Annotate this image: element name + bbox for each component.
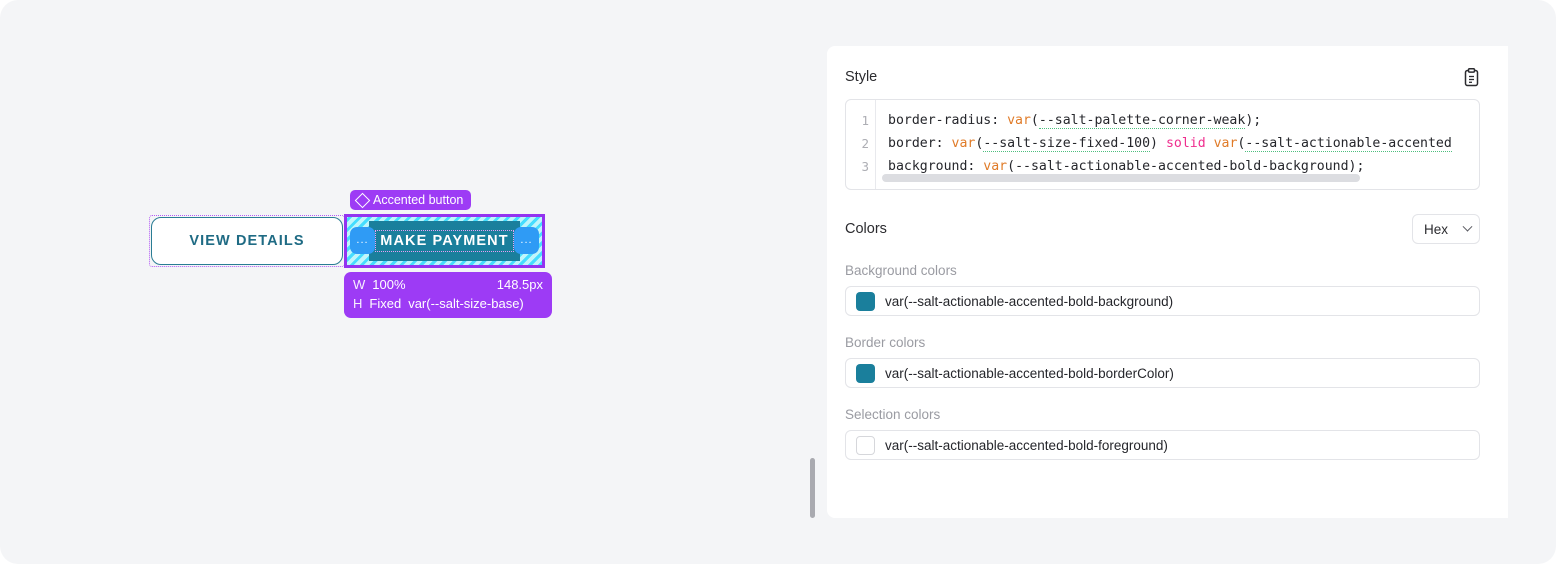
color-token-text: var(--salt-actionable-accented-bold-bord… bbox=[885, 365, 1174, 381]
width-axis-label: W bbox=[353, 277, 366, 292]
code-token: background: bbox=[888, 159, 984, 174]
height-mode-value: Fixed bbox=[369, 296, 402, 311]
code-line-number-gutter: 1 2 3 bbox=[846, 100, 876, 189]
color-token-field[interactable]: var(--salt-actionable-accented-bold-back… bbox=[845, 286, 1480, 316]
size-tooltip-height-row: H Fixed var(--salt-size-base) bbox=[353, 294, 543, 313]
color-swatch[interactable] bbox=[856, 435, 875, 455]
code-token: --salt-actionable-accented bbox=[1245, 136, 1452, 152]
color-swatch[interactable] bbox=[856, 363, 875, 383]
code-token: var bbox=[951, 136, 976, 151]
colors-section-title: Colors bbox=[845, 221, 887, 237]
code-lines: border-radius: var(--salt-palette-corner… bbox=[888, 109, 1479, 178]
inspector-panel: Style 1 2 3 bbox=[827, 46, 1508, 518]
color-group-label: Selection colors bbox=[845, 407, 941, 422]
selected-element-tag[interactable]: Accented button bbox=[350, 190, 472, 210]
padding-badge-right[interactable]: ... bbox=[514, 227, 539, 254]
size-tooltip-width-row: W 100% 148.5px bbox=[353, 275, 543, 294]
code-horizontal-scrollbar[interactable] bbox=[882, 174, 1360, 182]
clipboard-icon[interactable] bbox=[1463, 67, 1480, 87]
padding-badge-left[interactable]: ... bbox=[350, 227, 375, 254]
color-group-label: Border colors bbox=[845, 335, 926, 350]
color-token-field[interactable]: var(--salt-actionable-accented-bold-fore… bbox=[845, 430, 1480, 460]
style-section-title: Style bbox=[845, 69, 878, 85]
size-tooltip: W 100% 148.5px H Fixed var(--salt-size-b… bbox=[344, 272, 552, 318]
color-token-field[interactable]: var(--salt-actionable-accented-bold-bord… bbox=[845, 358, 1480, 388]
color-groups: Background colors var(--salt-actionable-a… bbox=[845, 263, 1480, 460]
make-payment-button[interactable]: MAKE PAYMENT bbox=[369, 221, 520, 261]
design-canvas[interactable]: VIEW DETAILS Accented button MAKE PAYMEN… bbox=[0, 0, 820, 564]
code-token: ) bbox=[1150, 136, 1166, 151]
color-swatch[interactable] bbox=[856, 291, 875, 311]
code-line: border: var(--salt-size-fixed-100) solid… bbox=[888, 132, 1479, 155]
color-group-label: Background colors bbox=[845, 263, 957, 278]
code-content-area[interactable]: border-radius: var(--salt-palette-corner… bbox=[876, 100, 1479, 189]
height-axis-label: H bbox=[353, 296, 363, 311]
code-token: ( bbox=[1007, 159, 1016, 174]
width-pixel-value: 148.5px bbox=[496, 277, 543, 292]
code-line: border-radius: var(--salt-palette-corner… bbox=[888, 109, 1479, 132]
code-token: solid bbox=[1165, 136, 1206, 151]
code-token: ( bbox=[1237, 136, 1246, 151]
code-token: var bbox=[1213, 136, 1238, 151]
make-payment-button-wrap[interactable]: MAKE PAYMENT ... ... bbox=[344, 214, 545, 268]
code-token: border-radius: bbox=[888, 113, 1008, 128]
style-section-header: Style bbox=[845, 64, 1480, 90]
code-token: --salt-size-fixed-100 bbox=[983, 136, 1151, 152]
code-token: ); bbox=[1348, 159, 1365, 174]
line-number: 1 bbox=[861, 113, 869, 128]
code-token: ( bbox=[1030, 113, 1039, 128]
line-number: 2 bbox=[861, 136, 869, 151]
make-payment-button-label: MAKE PAYMENT bbox=[375, 230, 514, 252]
code-token: --salt-palette-corner-weak bbox=[1038, 113, 1246, 129]
code-token: var bbox=[1007, 113, 1031, 128]
code-token bbox=[1206, 136, 1214, 151]
colors-section-header: Colors Hex bbox=[845, 214, 1480, 244]
code-token: ( bbox=[975, 136, 984, 151]
view-details-button-wrap[interactable]: VIEW DETAILS bbox=[149, 215, 345, 267]
color-format-value: Hex bbox=[1424, 221, 1449, 237]
color-token-text: var(--salt-actionable-accented-bold-back… bbox=[885, 293, 1174, 309]
code-token: var bbox=[983, 159, 1008, 174]
code-token: ); bbox=[1245, 113, 1262, 128]
code-token: --salt-actionable-accented-bold-backgrou… bbox=[1015, 159, 1349, 175]
chevron-down-icon bbox=[1462, 221, 1473, 232]
width-mode-value: 100% bbox=[372, 277, 406, 292]
style-code-editor[interactable]: 1 2 3 border-radius: var(--salt-palette-… bbox=[845, 99, 1480, 190]
diamond-icon bbox=[354, 192, 371, 208]
height-token-value: var(--salt-size-base) bbox=[408, 296, 524, 311]
code-token: border: bbox=[888, 136, 952, 151]
color-token-text: var(--salt-actionable-accented-bold-fore… bbox=[885, 437, 1168, 453]
panel-vertical-scrollbar[interactable] bbox=[810, 458, 815, 518]
color-format-select[interactable]: Hex bbox=[1412, 214, 1480, 244]
line-number: 3 bbox=[861, 159, 869, 174]
selected-element-tag-label: Accented button bbox=[373, 193, 464, 207]
view-details-button[interactable]: VIEW DETAILS bbox=[151, 217, 343, 265]
code-line: background: var(--salt-actionable-accent… bbox=[888, 155, 1479, 178]
